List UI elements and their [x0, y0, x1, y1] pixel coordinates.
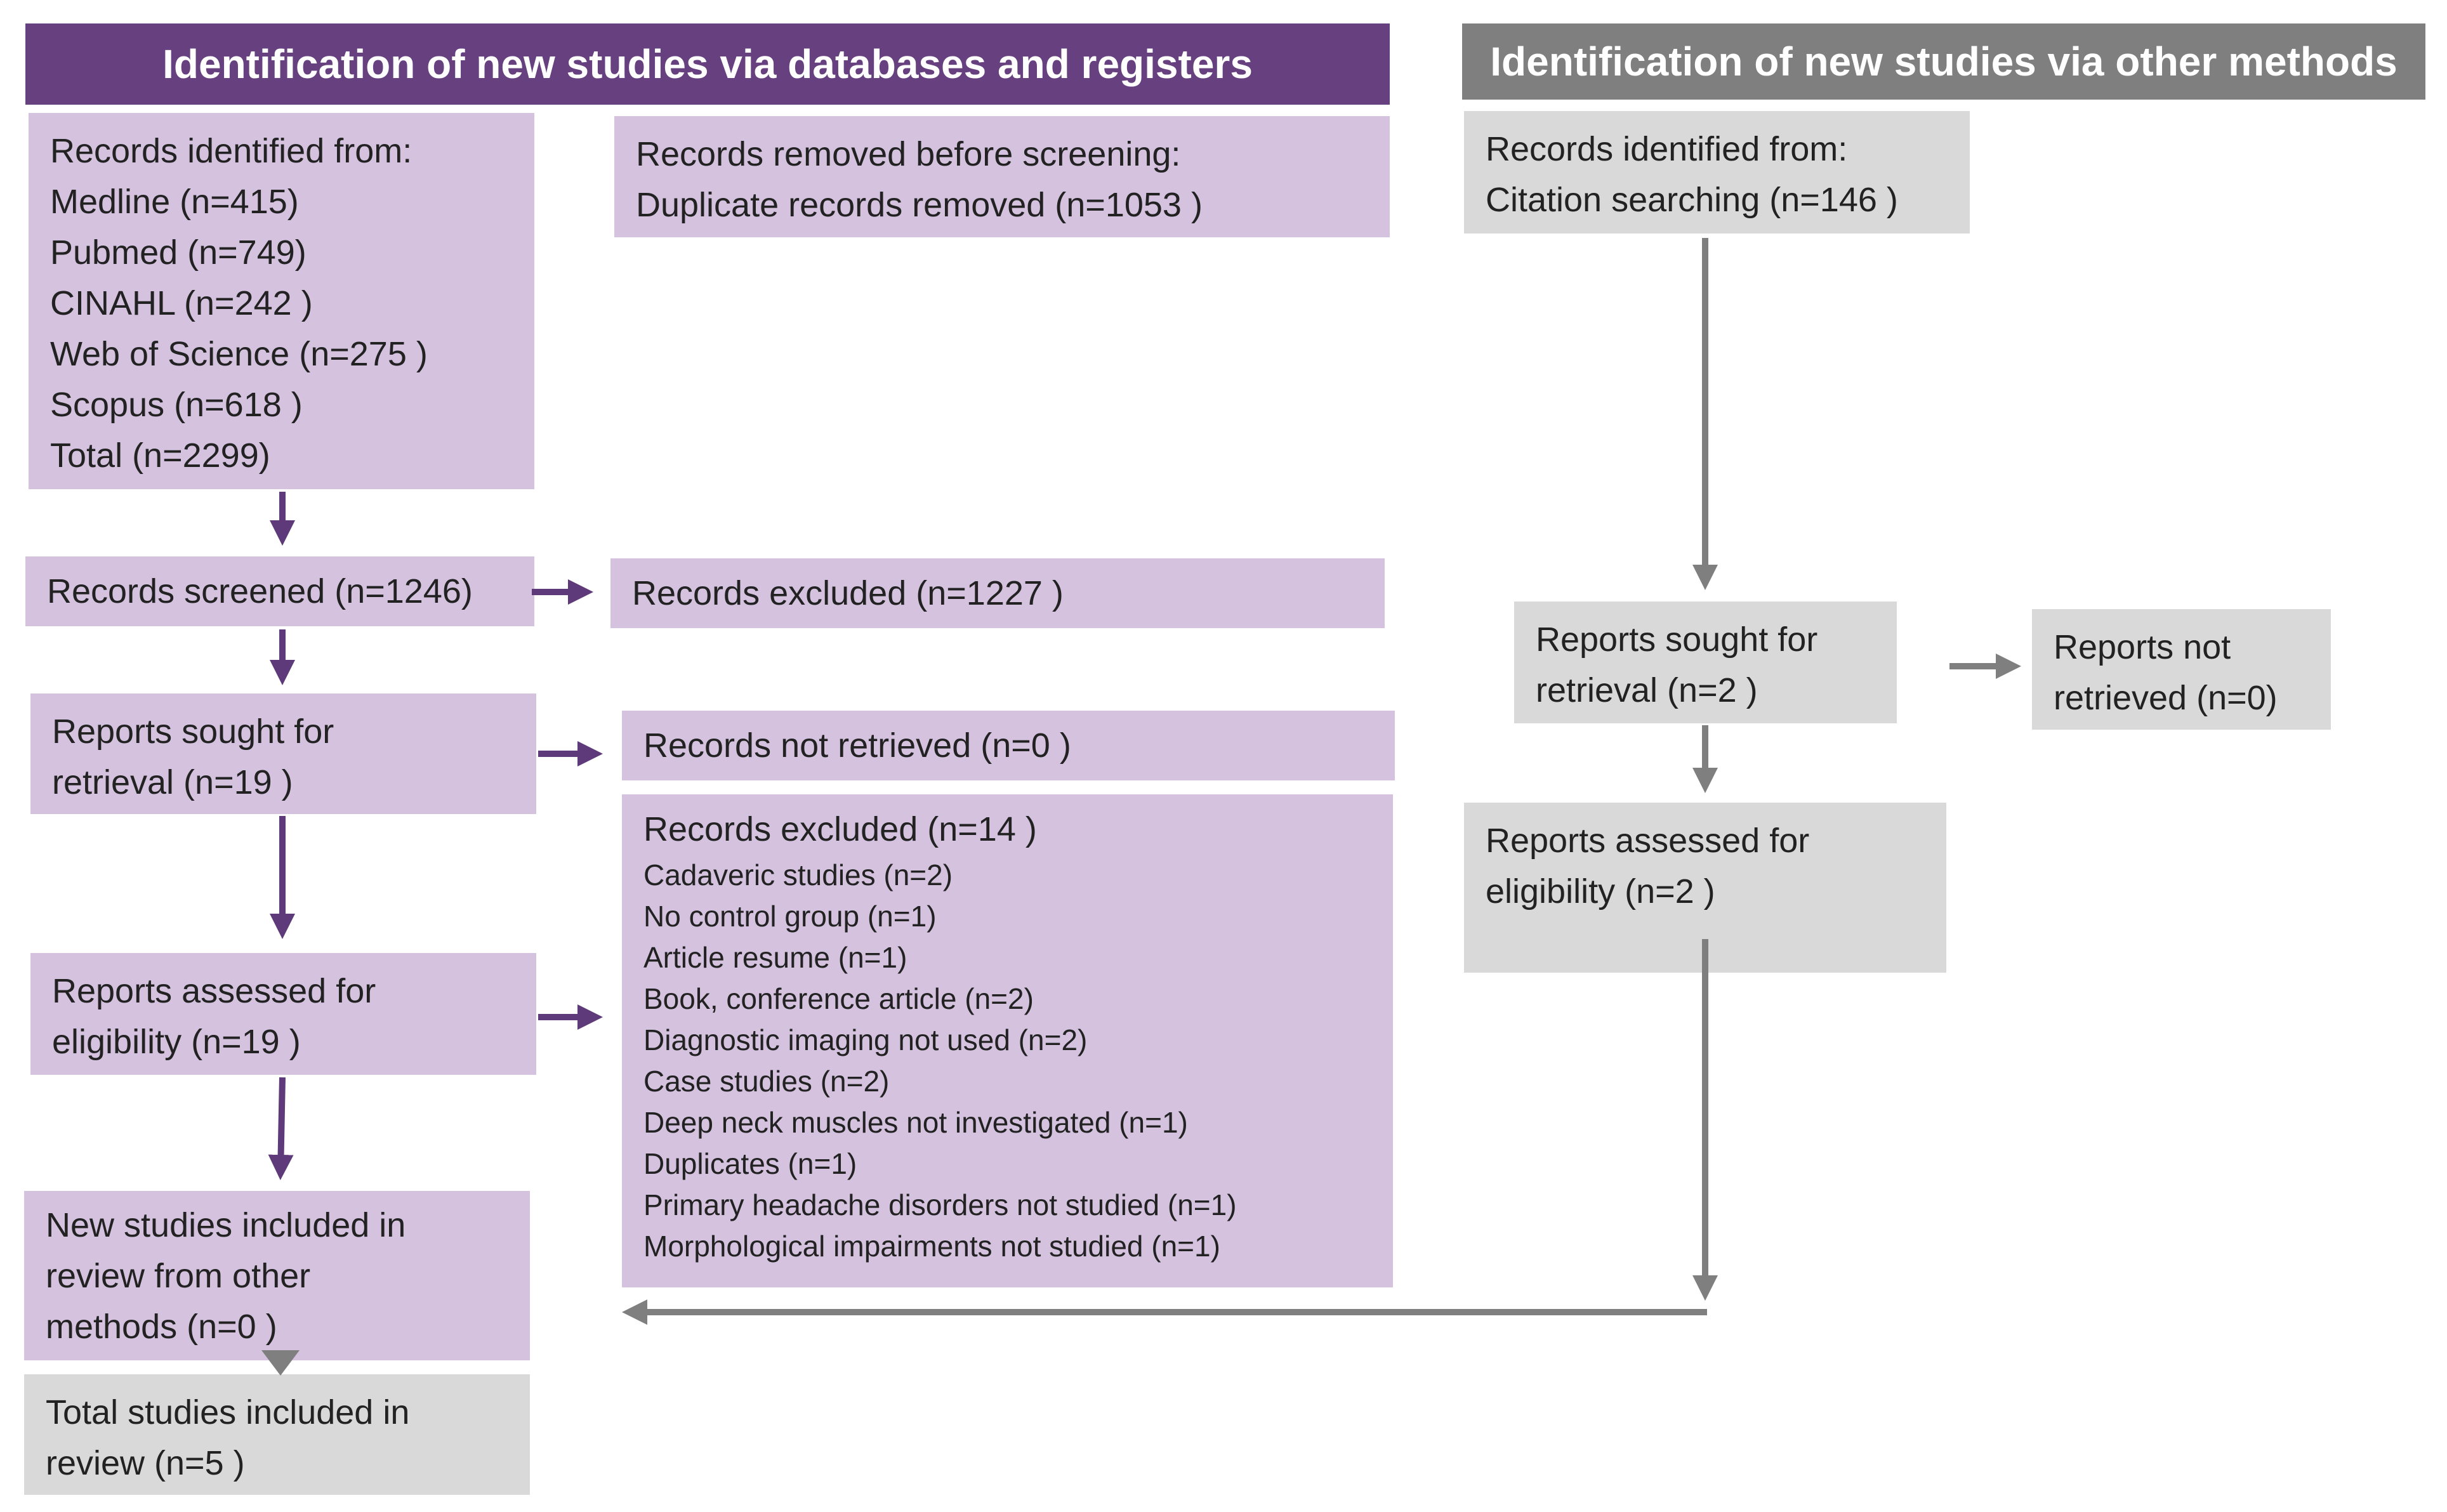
- excluded-eligibility-title: Records excluded (n=14 ): [643, 810, 1037, 848]
- other-not-retrieved-line-1: Reports not: [2054, 628, 2231, 666]
- source-web-of-science: Web of Science (n=275 ): [50, 335, 428, 373]
- source-scopus: Scopus (n=618 ): [50, 386, 303, 424]
- other-reports-assessed-box: Reports assessed for eligibility (n=2 ): [1464, 803, 1946, 973]
- source-cinahl: CINAHL (n=242 ): [50, 284, 313, 322]
- records-screened-label: Records screened (n=1246): [47, 572, 473, 610]
- other-records-identified-box: Records identified from: Citation search…: [1464, 111, 1970, 233]
- records-removed-title: Records removed before screening:: [636, 135, 1181, 173]
- exclusion-reason: Primary headache disorders not studied (…: [643, 1188, 1237, 1221]
- other-sought-line-1: Reports sought for: [1536, 621, 1818, 659]
- source-total: Total (n=2299): [50, 437, 270, 475]
- total-studies-included-box: Total studies included in review (n=5 ): [24, 1374, 530, 1495]
- exclusion-reason: Case studies (n=2): [643, 1065, 890, 1098]
- exclusion-reason: Cadaveric studies (n=2): [643, 858, 953, 891]
- reports-sought-box: Reports sought for retrieval (n=19 ): [30, 694, 536, 814]
- exclusion-reason: Diagnostic imaging not used (n=2): [643, 1023, 1088, 1056]
- exclusion-reason: Article resume (n=1): [643, 941, 907, 974]
- other-assessed-line-2: eligibility (n=2 ): [1486, 872, 1715, 910]
- records-identified-title: Records identified from:: [50, 132, 412, 170]
- exclusion-reason: Morphological impairments not studied (n…: [643, 1230, 1220, 1263]
- records-excluded-eligibility-box: Records excluded (n=14 ) Cadaveric studi…: [622, 794, 1393, 1287]
- reports-assessed-line-2: eligibility (n=19 ): [52, 1023, 301, 1061]
- source-medline: Medline (n=415): [50, 183, 299, 221]
- other-methods-section-header: Identification of new studies via other …: [1462, 23, 2425, 100]
- databases-section-header: Identification of new studies via databa…: [25, 23, 1390, 105]
- arrow-assessed-to-new-included: [268, 1077, 294, 1180]
- total-included-line-2: review (n=5 ): [46, 1444, 245, 1482]
- total-included-line-1: Total studies included in: [46, 1393, 410, 1431]
- other-reports-sought-box: Reports sought for retrieval (n=2 ): [1514, 602, 1897, 723]
- other-not-retrieved-line-2: retrieved (n=0): [2054, 679, 2278, 717]
- other-reports-not-retrieved-box: Reports not retrieved (n=0): [2032, 609, 2331, 730]
- records-not-retrieved-label: Records not retrieved (n=0 ): [643, 726, 1071, 765]
- new-included-line-3: methods (n=0 ): [46, 1308, 277, 1346]
- source-pubmed: Pubmed (n=749): [50, 233, 307, 272]
- duplicates-removed: Duplicate records removed (n=1053 ): [636, 186, 1203, 224]
- other-sought-line-2: retrieval (n=2 ): [1536, 671, 1758, 709]
- exclusion-reason: Duplicates (n=1): [643, 1147, 857, 1180]
- reports-sought-line-2: retrieval (n=19 ): [52, 763, 293, 801]
- other-identified-line-1: Records identified from:: [1486, 130, 1848, 168]
- new-studies-included-box: New studies included in review from othe…: [24, 1191, 530, 1360]
- exclusion-reason: Book, conference article (n=2): [643, 982, 1034, 1015]
- records-excluded-screening-box: Records excluded (n=1227 ): [610, 558, 1385, 628]
- reports-assessed-box: Reports assessed for eligibility (n=19 ): [30, 953, 536, 1075]
- exclusion-reason: No control group (n=1): [643, 900, 937, 933]
- records-identified-box: Records identified from: Medline (n=415)…: [29, 113, 534, 489]
- exclusion-reason: Deep neck muscles not investigated (n=1): [643, 1106, 1188, 1139]
- records-not-retrieved-box: Records not retrieved (n=0 ): [622, 711, 1395, 780]
- reports-assessed-line-1: Reports assessed for: [52, 972, 376, 1010]
- other-assessed-line-1: Reports assessed for: [1486, 822, 1810, 860]
- records-excluded-screening-label: Records excluded (n=1227 ): [632, 574, 1064, 612]
- new-included-line-1: New studies included in: [46, 1206, 406, 1244]
- new-included-line-2: review from other: [46, 1257, 311, 1295]
- other-identified-line-2: Citation searching (n=146 ): [1486, 181, 1898, 219]
- records-removed-box: Records removed before screening: Duplic…: [614, 116, 1390, 237]
- reports-sought-line-1: Reports sought for: [52, 713, 334, 751]
- records-screened-box: Records screened (n=1246): [25, 556, 534, 626]
